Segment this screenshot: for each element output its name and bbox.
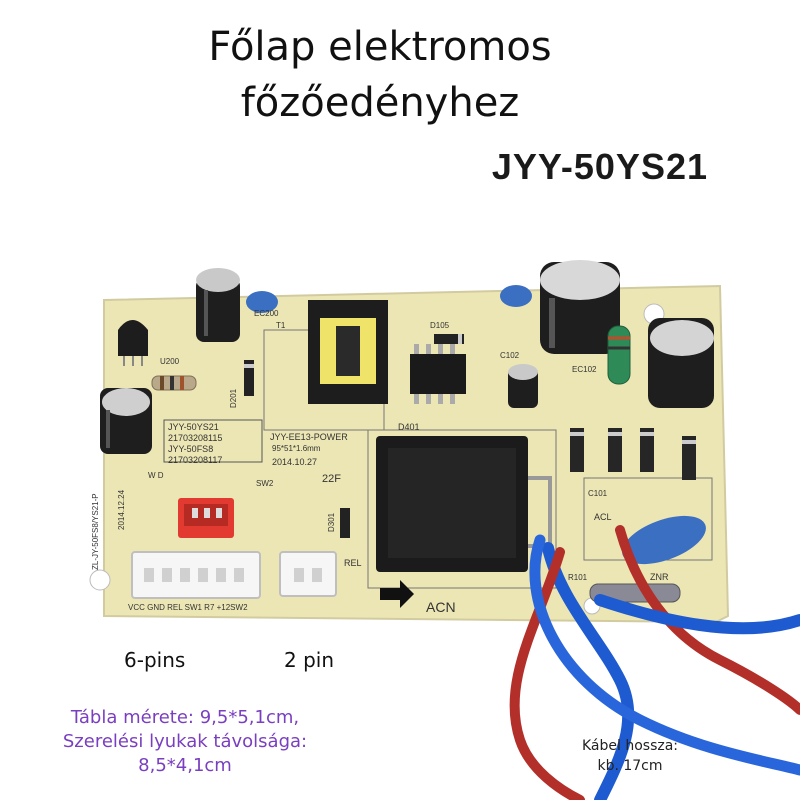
silk-sw2: SW2 (256, 479, 274, 488)
model-number: JYY-50YS21 (491, 146, 708, 187)
silk-ec200: EC200 (254, 309, 279, 318)
cable-wires (509, 525, 800, 800)
mounting-hole (89, 569, 111, 591)
varistor-znr (622, 515, 706, 565)
silk-acn: ACN (426, 599, 456, 615)
silk-power: JYY-EE13-POWER (270, 432, 348, 442)
two-pin-label: 2 pin (284, 648, 335, 672)
blue-capacitor (500, 285, 532, 307)
ic-chip (410, 354, 466, 394)
diode-d201 (244, 360, 254, 396)
silk-rel: REL (344, 558, 362, 568)
title-line-2: főzőedényhez (240, 80, 520, 126)
cable-line-2: kb. 17cm (597, 758, 663, 774)
transistor-u200 (118, 320, 148, 356)
resistor-r101 (589, 583, 681, 603)
silk-ec102: EC102 (572, 365, 597, 374)
connector-6pin (131, 551, 261, 599)
silk-board-id-3: JYY-50FS8 (168, 444, 213, 454)
silk-u200: U200 (160, 357, 180, 366)
connector-2pin (279, 551, 337, 597)
silk-power-dims: 95*51*1.6mm (272, 444, 321, 453)
silk-d301: D301 (327, 512, 336, 532)
board-size-line-3: 8,5*4,1cm (138, 755, 232, 776)
silk-power-date: 2014.10.27 (272, 457, 317, 467)
silk-side-text: ZL-JY-50FS8/YS21-P (91, 493, 100, 570)
title-line-1: Főlap elektromos (208, 24, 552, 70)
silk-22f: 22F (322, 473, 341, 485)
silk-acl: ACL (594, 512, 612, 522)
silk-c102: C102 (500, 351, 520, 360)
six-pin-label: 6-pins (124, 648, 186, 672)
silk-d105: D105 (430, 321, 450, 330)
board-size-line-2: Szerelési lyukak távolsága: (62, 731, 308, 752)
silk-side-date: 2014.12.24 (117, 489, 126, 530)
board-size-line-1: Tábla mérete: 9,5*5,1cm, (70, 707, 300, 728)
silk-znr: ZNR (650, 572, 669, 582)
board-size-info: Tábla mérete: 9,5*5,1cm, Szerelési lyuka… (20, 706, 350, 778)
blue-capacitor (246, 291, 278, 313)
diode-d105 (434, 334, 464, 344)
silk-wd: W D (148, 471, 164, 480)
silk-d201: D201 (229, 388, 238, 408)
diode-d301 (340, 508, 350, 538)
silk-d401: D401 (398, 422, 420, 432)
silk-pin-labels: VCC GND REL SW1 R7 +12SW2 (128, 603, 248, 612)
silk-board-id-1: JYY-50YS21 (168, 422, 219, 432)
cable-length-info: Kábel hossza: kb. 17cm (560, 736, 700, 776)
silk-board-id-4: 21703208117 (168, 455, 222, 465)
arrow-mark (380, 580, 414, 608)
silk-c101: C101 (588, 489, 608, 498)
rectifier-diodes (570, 428, 696, 480)
silk-t1: T1 (276, 321, 286, 330)
silk-r101: R101 (568, 573, 588, 582)
silk-board-id-2: 21703208115 (168, 433, 222, 443)
cable-line-1: Kábel hossza: (581, 738, 679, 754)
inductor (607, 325, 631, 385)
